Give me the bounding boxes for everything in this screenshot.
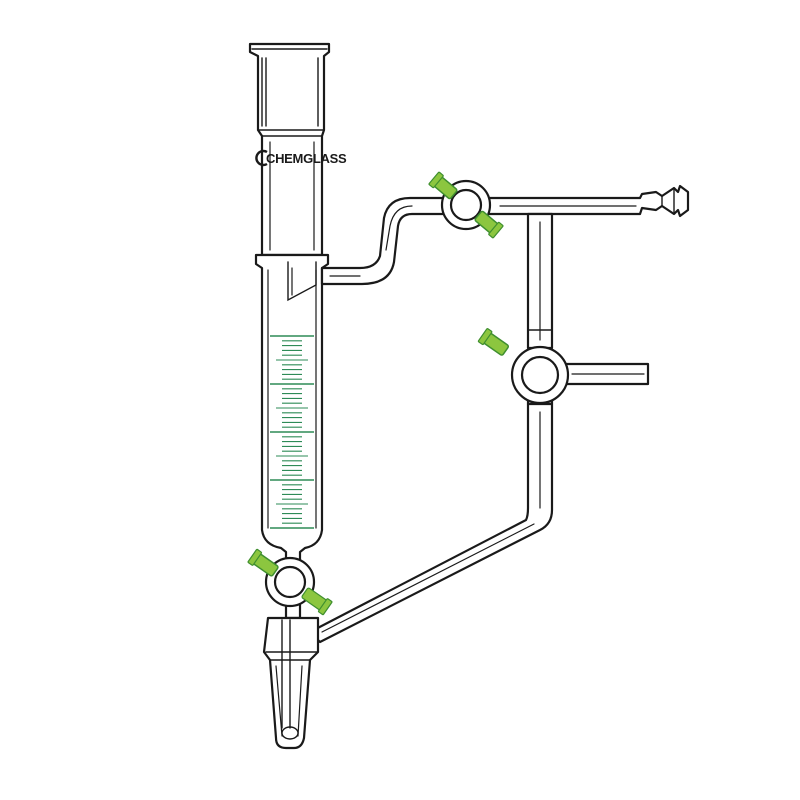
vapor-side-arm xyxy=(320,196,448,286)
chemglass-logo-icon xyxy=(255,149,268,167)
return-tube xyxy=(308,402,554,644)
graduation-scale xyxy=(270,335,314,529)
bypass-tube xyxy=(526,212,554,350)
brand-name: CHEMGLASS xyxy=(266,151,347,166)
graduated-reservoir xyxy=(254,253,330,565)
bottom-joint xyxy=(262,616,320,750)
stopcock-plug-icon[interactable] xyxy=(428,171,504,239)
hose-barb-icon xyxy=(661,189,675,213)
lower-stopcock[interactable] xyxy=(247,548,333,620)
stopcock-plug-icon[interactable] xyxy=(477,328,510,357)
upper-stopcock[interactable] xyxy=(428,171,690,239)
chemglass-logo: CHEMGLASS xyxy=(255,149,347,167)
stopcock-plug-icon[interactable] xyxy=(247,548,333,616)
top-joint xyxy=(248,42,331,257)
side-stopcock[interactable] xyxy=(477,328,650,406)
